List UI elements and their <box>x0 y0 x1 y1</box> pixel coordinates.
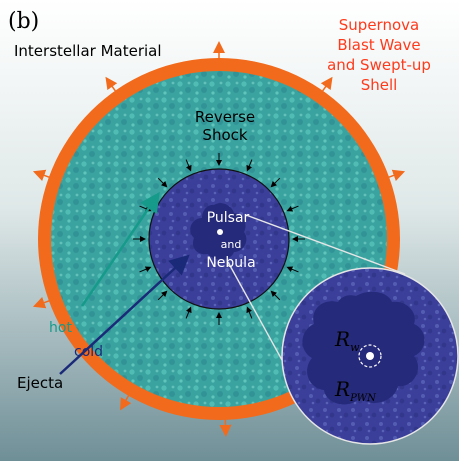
supernova-label-line3: and Swept-up <box>327 56 431 74</box>
rpwn-sub: PWN <box>349 393 377 404</box>
reverse-arrow-7 <box>246 306 253 319</box>
panel-label: (b) <box>8 9 39 34</box>
reverse-arrow-11 <box>139 266 152 273</box>
reverse-arrow-3 <box>286 205 299 212</box>
hot-arrow <box>80 191 160 307</box>
reverse-shock-label-line1: Reverse <box>195 108 255 126</box>
pulsar-label-line2: and <box>221 238 242 251</box>
cold-arrow <box>59 254 190 375</box>
pulsar-dot <box>217 229 223 235</box>
reverse-arrow-9 <box>185 306 192 319</box>
reverse-arrow-10 <box>157 290 168 301</box>
reverse-arrow-2 <box>270 177 281 188</box>
blast-arrow-6 <box>120 391 132 411</box>
supernova-label-line1: Supernova <box>339 16 419 34</box>
supernova-label-line4: Shell <box>361 76 398 94</box>
reverse-arrow-15 <box>185 159 192 172</box>
blast-arrow-5 <box>219 414 232 437</box>
reverse-shock-arrows <box>133 153 305 325</box>
blast-arrow-9 <box>105 76 119 96</box>
termination-shock-circle <box>358 344 382 368</box>
rpwn-label: RPWN <box>334 377 377 404</box>
reverse-shock-label-line2: Shock <box>202 126 247 144</box>
ejecta-label: Ejecta <box>17 374 63 392</box>
zoom-line-top <box>245 214 406 275</box>
reverse-arrow-6 <box>270 290 281 301</box>
nebula-zoomed <box>302 291 425 405</box>
reverse-arrow-1 <box>246 159 253 172</box>
hot-label: hot <box>49 320 72 336</box>
rpwn-main: R <box>334 377 350 401</box>
reverse-arrow-5 <box>286 266 299 273</box>
blast-arrow-8 <box>32 169 54 182</box>
interstellar-label: Interstellar Material <box>14 42 162 60</box>
rw-main: R <box>334 327 350 351</box>
pulsar-label-line1: Pulsar <box>207 210 250 226</box>
blast-arrow-1 <box>319 76 333 96</box>
supernova-label-line2: Blast Wave <box>337 36 420 54</box>
blast-arrow-7 <box>32 296 54 309</box>
reverse-arrow-14 <box>157 177 168 188</box>
rw-sub: w <box>350 341 360 354</box>
cold-label: cold <box>74 344 103 360</box>
blast-arrow-2 <box>384 169 406 182</box>
pulsar-zoomed-dot <box>366 352 374 360</box>
pulsar-label-line3: Nebula <box>206 255 255 271</box>
rw-label: Rw <box>334 327 360 354</box>
